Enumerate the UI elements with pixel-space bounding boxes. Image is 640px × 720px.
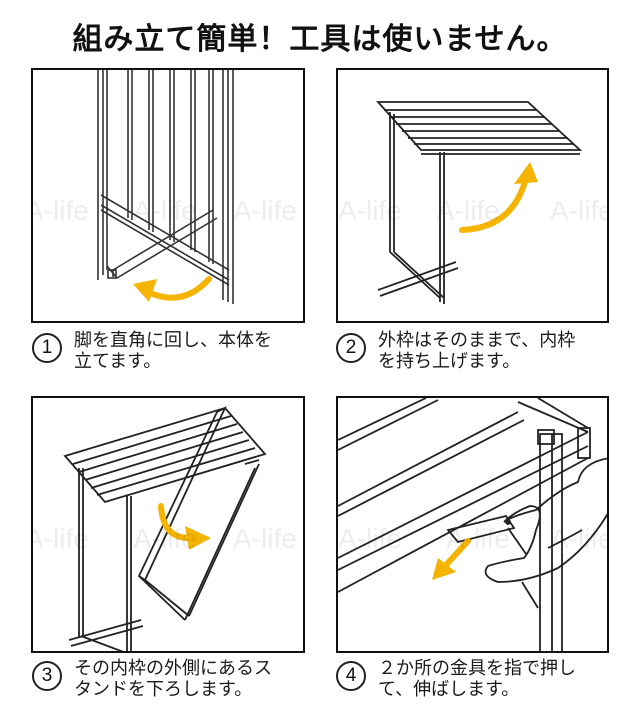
svg-text:A-life: A-life (33, 523, 89, 554)
svg-text:A-life: A-life (436, 195, 500, 226)
svg-text:A-life: A-life (133, 523, 197, 554)
curved-up-arrow-icon (459, 175, 529, 233)
svg-text:A-life: A-life (550, 523, 609, 554)
step-number-badge: 3 (32, 661, 62, 691)
svg-text:A-life: A-life (338, 523, 402, 554)
page-title: 組み立て簡単！工具は使いません。 (72, 22, 568, 57)
step-description: ２か所の金具を指で押し て、伸ばします。 (378, 658, 576, 700)
step-description: その内枠の外側にあるス タンドを下ろします。 (74, 658, 272, 700)
step-3-illustration: A-life A-life A-life (31, 396, 305, 653)
svg-text:A-life: A-life (446, 523, 510, 554)
step-3-caption: 3 その内枠の外側にあるス タンドを下ろします。 (32, 658, 314, 700)
arrowhead-icon (133, 279, 157, 302)
svg-text:A-life: A-life (550, 195, 609, 226)
svg-text:A-life: A-life (33, 195, 89, 226)
svg-text:A-life: A-life (133, 195, 197, 226)
curved-down-right-arrow-icon (158, 503, 192, 541)
rack-leg-rotate-drawing: A-life A-life A-life (33, 70, 297, 304)
step-1-illustration: A-life A-life A-life (31, 68, 305, 323)
arrowhead-icon (432, 558, 456, 580)
rack-lift-inner-frame-drawing: A-life A-life A-life (338, 101, 609, 304)
step-1-caption: 1 脚を直角に回し、本体を 立てます。 (32, 330, 314, 372)
step-number-badge: 2 (336, 333, 366, 363)
straight-down-left-arrow-icon (443, 538, 471, 568)
step-4-illustration: A-life A-life A-life (336, 396, 609, 653)
step-2-caption: 2 外枠はそのままで、内枠 を持ち上げます。 (336, 330, 618, 372)
step-4-caption: 4 ２か所の金具を指で押し て、伸ばします。 (336, 658, 618, 700)
rack-lower-stand-drawing: A-life A-life A-life (33, 406, 297, 651)
svg-text:A-life: A-life (233, 195, 297, 226)
arrowhead-icon (514, 162, 538, 184)
step-2-illustration: A-life A-life A-life (336, 68, 609, 323)
step-number-badge: 1 (32, 333, 62, 363)
svg-text:A-life: A-life (233, 523, 297, 554)
step-description: 脚を直角に回し、本体を 立てます。 (74, 330, 272, 372)
curved-left-arrow-icon (145, 276, 212, 301)
arrowhead-icon (185, 526, 211, 550)
hand-press-bracket-drawing: A-life A-life A-life (338, 398, 609, 651)
svg-text:A-life: A-life (338, 195, 402, 226)
step-number-badge: 4 (336, 661, 366, 691)
step-description: 外枠はそのままで、内枠 を持ち上げます。 (378, 330, 576, 372)
